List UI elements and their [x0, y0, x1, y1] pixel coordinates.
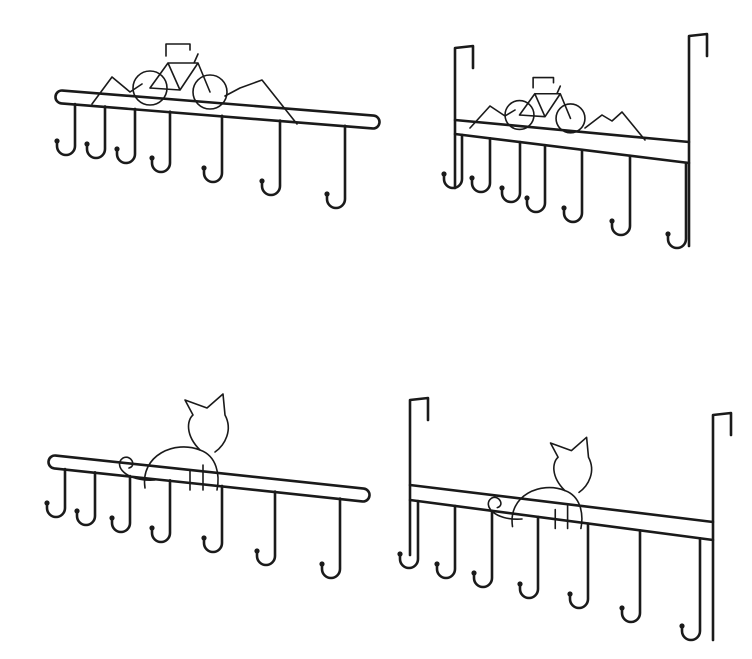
hook-ball-tip [679, 623, 685, 629]
hook-ball-tip [201, 535, 207, 541]
hook [500, 140, 522, 204]
hook-ball-tip [114, 146, 120, 152]
rail-bar [47, 454, 371, 503]
rail-bar [408, 483, 715, 524]
hook [472, 509, 494, 589]
cat-legs [189, 464, 204, 491]
hook [666, 161, 688, 250]
hook [435, 504, 457, 580]
hook-ball-tip [524, 195, 530, 201]
hook [325, 124, 347, 210]
hook-ball-tip [619, 605, 625, 611]
hook-ball-tip [397, 551, 403, 557]
rail-bar [408, 498, 715, 542]
hook [568, 522, 590, 610]
bicycle-wheel [192, 74, 228, 110]
cat-head [184, 393, 230, 453]
bicycle-frame [149, 43, 211, 93]
rail-bar [453, 132, 691, 165]
bicycle-frame [518, 76, 572, 120]
hook-ball-tip [665, 231, 671, 237]
hook-ball-tip [469, 175, 475, 181]
cat-head [549, 436, 593, 494]
hook [115, 107, 137, 165]
bicycle-wheel [132, 70, 168, 106]
mountains-motif [224, 79, 298, 125]
hook-ball-tip [149, 155, 155, 161]
rack-cat-over-door [397, 396, 733, 642]
hook-ball-tip [561, 205, 567, 211]
hook [470, 137, 492, 194]
hook [260, 119, 282, 197]
bicycle-motif [504, 76, 586, 134]
hook [442, 133, 464, 190]
hook-ball-tip [324, 191, 330, 197]
hook-ball-tip [44, 500, 50, 506]
mountains-motif [91, 76, 143, 105]
cat-motif [118, 393, 230, 491]
hook-ball-tip [259, 178, 265, 184]
rail-bar [54, 89, 381, 130]
rack-cat-wall [44, 393, 371, 580]
hook [320, 497, 342, 580]
hook [150, 479, 172, 544]
hook [525, 143, 547, 214]
hook [680, 536, 702, 642]
hook-ball-tip [441, 171, 447, 177]
cat-motif [487, 436, 593, 530]
door-over-hook [453, 44, 475, 190]
hook-ball-tip [149, 525, 155, 531]
hook-ball-tip [201, 165, 207, 171]
hook [75, 470, 97, 527]
hook-ball-tip [499, 185, 505, 191]
hook [202, 484, 224, 554]
rack-bicycle-over-door [441, 32, 709, 250]
hook [110, 474, 132, 534]
hook [85, 105, 107, 160]
hook-ball-tip [517, 581, 523, 587]
mountains-motif [469, 105, 516, 129]
hook-ball-tip [84, 141, 90, 147]
door-over-hook [408, 396, 430, 557]
hook [518, 515, 540, 600]
hook-ball-tip [54, 138, 60, 144]
hook-ball-tip [74, 508, 80, 514]
hook [398, 499, 420, 570]
bicycle-wheel [555, 103, 586, 134]
bicycle-motif [132, 43, 228, 110]
rail-bar [453, 118, 691, 144]
hook [610, 154, 632, 237]
hook [620, 529, 642, 624]
mountains-motif [584, 111, 646, 141]
cat-legs [554, 503, 569, 530]
hook-ball-tip [319, 561, 325, 567]
hook [150, 110, 172, 174]
hook-ball-tip [567, 591, 573, 597]
rack-bicycle-wall [54, 43, 381, 210]
hook-ball-tip [434, 561, 440, 567]
hook [255, 490, 277, 567]
cat-tail [487, 496, 523, 520]
hook [202, 114, 224, 184]
hook [45, 467, 67, 519]
bicycle-wheel [504, 99, 535, 131]
hook-ball-tip [609, 218, 615, 224]
hook-ball-tip [109, 515, 115, 521]
door-over-hook [687, 32, 709, 248]
hook [562, 148, 584, 224]
door-over-hook [711, 411, 733, 642]
hook [55, 102, 77, 157]
hook-ball-tip [254, 548, 260, 554]
hook-ball-tip [471, 570, 477, 576]
